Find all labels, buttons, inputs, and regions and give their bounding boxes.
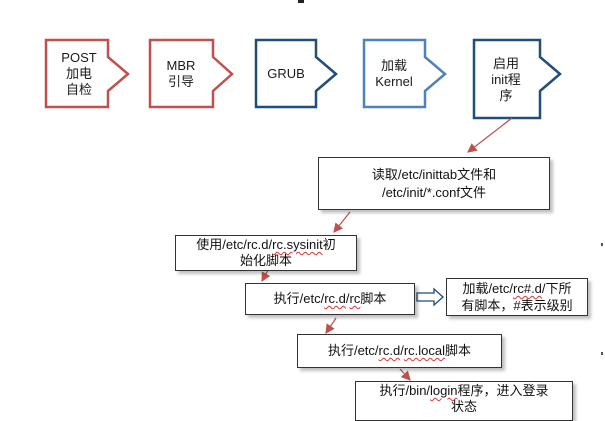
- rc-text: 脚本: [360, 291, 387, 306]
- mbr-block-arrow: [148, 38, 234, 109]
- rc-script-name: rc: [349, 291, 361, 306]
- sysinit-line: 始化脚本: [239, 253, 292, 268]
- rcn-text: /下所: [541, 281, 572, 296]
- sysinit-script-name: rc.sysinit: [272, 237, 323, 252]
- connector-sysinit-to-rc: [261, 269, 271, 283]
- inittab-step-box: 读取/etc/inittab文件和 /etc/init/*.conf文件: [318, 157, 550, 210]
- right-edge-mark: [601, 352, 603, 355]
- post-block-arrow: [44, 38, 130, 109]
- connector-rc-to-rclocal: [325, 317, 337, 334]
- rcn-text: 加载/etc/: [462, 281, 514, 296]
- rclocal-dir-name: rc.d: [378, 343, 401, 358]
- rclocal-step-box: 执行/etc/rc.d/rc.local脚本: [297, 334, 502, 368]
- right-edge-mark: [601, 243, 603, 246]
- sysinit-text: 使用/etc/rc.d/: [196, 237, 273, 252]
- connector-inittab-to-sysinit: [333, 211, 351, 233]
- rclocal-text: /: [400, 343, 404, 358]
- login-text: 程序，进入登录: [457, 383, 549, 398]
- kernel-block-arrow: [362, 38, 447, 109]
- grub-block-arrow: [254, 38, 338, 109]
- sysinit-step-box: 使用/etc/rc.d/rc.sysinit初 始化脚本: [175, 235, 357, 271]
- sysinit-line: 使用/etc/rc.d/rc.sysinit初: [196, 237, 335, 253]
- rclocal-line: 执行/etc/rc.d/rc.local脚本: [328, 342, 471, 360]
- inittab-line: 读取/etc/inittab文件和: [371, 166, 497, 182]
- connector-init-to-inittab: [467, 117, 513, 153]
- login-step-box: 执行/bin/login程序，进入登录 状态: [355, 381, 573, 421]
- rcn-step-box: 加载/etc/rc#.d/下所 有脚本，#表示级别: [446, 278, 588, 316]
- rc-step-box: 执行/etc/rc.d/rc脚本: [245, 283, 415, 315]
- rcn-dir-name: rc#.d: [513, 281, 542, 296]
- top-edge-mark: [298, 0, 304, 3]
- rc-text: /: [345, 291, 350, 306]
- connector-rclocal-to-login: [399, 368, 411, 381]
- login-line: 状态: [450, 399, 477, 414]
- rc-line: 执行/etc/rc.d/rc脚本: [274, 290, 387, 308]
- rc-dir-name: rc.d: [324, 291, 346, 306]
- sysinit-text: 初: [322, 237, 336, 252]
- init-block-arrow: [472, 38, 562, 120]
- rcn-line: 加载/etc/rc#.d/下所: [462, 280, 571, 297]
- rclocal-script-name: rc.local: [403, 343, 446, 358]
- rcn-line: 有脚本，#表示级别: [461, 298, 573, 313]
- rclocal-text: 执行/etc/: [327, 343, 379, 358]
- inittab-line: /etc/init/*.conf文件: [381, 184, 487, 200]
- rclocal-text: 脚本: [445, 343, 472, 358]
- login-line: 执行/bin/login程序，进入登录: [379, 383, 548, 399]
- rc-text: 执行/etc/: [273, 291, 325, 306]
- login-text: 执行/bin/: [379, 383, 431, 398]
- login-program-name: login: [430, 383, 458, 398]
- double-arrow-rc-to-rcn: [416, 287, 444, 307]
